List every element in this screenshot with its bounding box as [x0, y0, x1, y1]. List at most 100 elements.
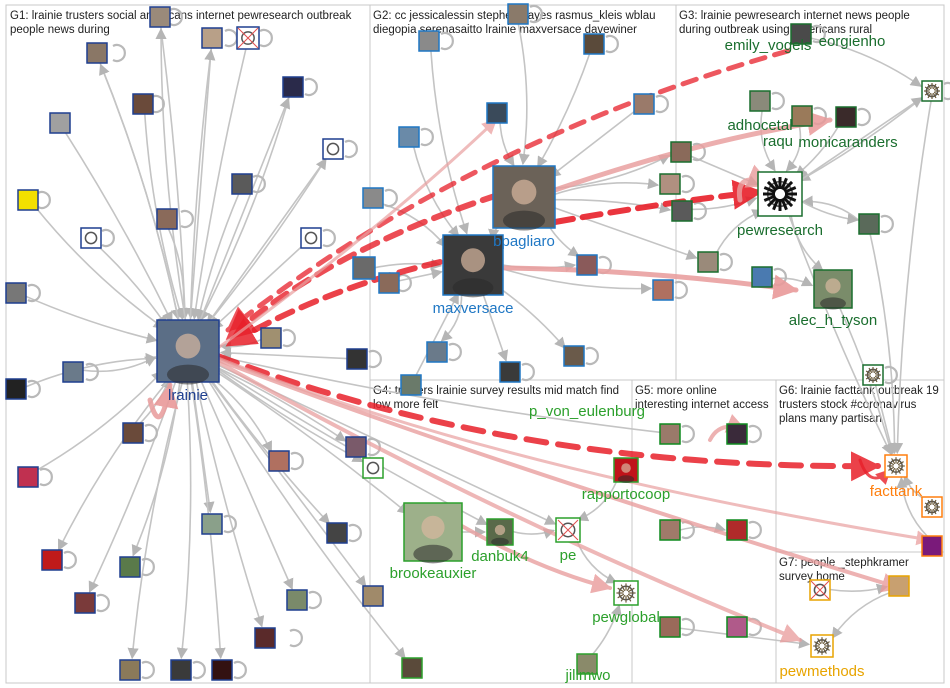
node-rapportocoop[interactable]: [613, 457, 639, 483]
node-n57[interactable]: [697, 251, 719, 273]
gray-edge: [829, 583, 889, 595]
node-n42[interactable]: [352, 256, 376, 280]
node-n55[interactable]: [671, 200, 693, 222]
node-lrainie[interactable]: [156, 319, 220, 385]
node-n24[interactable]: [326, 522, 348, 544]
node-n73[interactable]: [576, 653, 598, 675]
node-avatar: [201, 27, 223, 49]
node-n49[interactable]: [400, 374, 422, 396]
node-n66[interactable]: [659, 616, 681, 638]
node-n68[interactable]: [921, 535, 943, 557]
node-n31[interactable]: [170, 659, 192, 681]
node-n12[interactable]: [80, 227, 102, 249]
node-n62[interactable]: [659, 423, 681, 445]
node-n41[interactable]: [362, 187, 384, 209]
node-n21[interactable]: [268, 450, 290, 472]
node-avatar: [300, 227, 322, 249]
node-n1[interactable]: [86, 42, 108, 64]
node-alec_h_tyson[interactable]: [813, 269, 853, 310]
node-n71[interactable]: [888, 575, 910, 597]
node-n17[interactable]: [260, 327, 282, 349]
sunburst-ray: [927, 508, 932, 515]
node-n35[interactable]: [418, 30, 440, 52]
sunburst-ray: [927, 499, 932, 506]
node-avatar: [41, 549, 63, 571]
node-n3[interactable]: [201, 27, 223, 49]
node-n44[interactable]: [576, 254, 598, 276]
node-n33[interactable]: [362, 585, 384, 607]
node-n13[interactable]: [300, 227, 322, 249]
node-n40[interactable]: [398, 126, 420, 148]
node-maxversace[interactable]: [442, 234, 504, 298]
node-n53[interactable]: [670, 141, 692, 163]
node-n18[interactable]: [346, 348, 368, 370]
node-n8[interactable]: [322, 138, 344, 160]
node-n63[interactable]: [726, 423, 748, 445]
node-n22[interactable]: [345, 436, 367, 458]
gray-edge: [176, 381, 192, 660]
node-n27[interactable]: [74, 592, 96, 614]
node-n58[interactable]: [751, 266, 773, 288]
node-n36[interactable]: [507, 3, 529, 25]
gray-edge: [576, 478, 619, 522]
node-n37[interactable]: [583, 33, 605, 55]
node-n15[interactable]: [62, 361, 84, 383]
self-loop: [384, 188, 398, 208]
node-n34[interactable]: [362, 457, 384, 479]
sunburst-ray: [823, 646, 830, 651]
gray-edge: [25, 295, 158, 344]
node-n7[interactable]: [49, 112, 71, 134]
node-n6[interactable]: [282, 76, 304, 98]
node-n39[interactable]: [486, 102, 508, 124]
gray-edge: [211, 244, 305, 330]
logo-icon: [304, 231, 318, 245]
node-n14[interactable]: [5, 282, 27, 304]
self-loop: [144, 423, 158, 443]
gray-edge: [801, 195, 861, 222]
node-avatar: [352, 256, 376, 280]
node-n46[interactable]: [426, 341, 448, 363]
node-n2[interactable]: [149, 6, 171, 28]
node-n38[interactable]: [633, 93, 655, 115]
node-n20[interactable]: [17, 466, 39, 488]
node-n32[interactable]: [211, 659, 233, 681]
node-brookeauxier[interactable]: [403, 502, 463, 564]
node-n5[interactable]: [132, 93, 154, 115]
node-n19[interactable]: [122, 422, 144, 444]
node-danbuk4[interactable]: [486, 518, 514, 547]
node-avatar: [86, 42, 108, 64]
node-n30[interactable]: [119, 659, 141, 681]
node-n25[interactable]: [41, 549, 63, 571]
node-n11[interactable]: [156, 208, 178, 230]
node-n28[interactable]: [286, 589, 308, 611]
node-n65[interactable]: [726, 519, 748, 541]
node-bpagliaro[interactable]: [492, 165, 556, 231]
node-n51[interactable]: [791, 105, 813, 127]
node-n16[interactable]: [5, 378, 27, 400]
node-n61[interactable]: [790, 23, 812, 45]
node-n23[interactable]: [201, 513, 223, 535]
node-n72[interactable]: [401, 657, 423, 679]
sunburst-ray: [891, 467, 896, 474]
node-avatar: [231, 173, 253, 195]
node-n54[interactable]: [659, 173, 681, 195]
node-n56[interactable]: [858, 213, 880, 235]
node-n47[interactable]: [563, 345, 585, 367]
node-n29[interactable]: [254, 627, 276, 649]
node-n10[interactable]: [17, 189, 39, 211]
node-n43[interactable]: [378, 272, 400, 294]
node-n52[interactable]: [835, 106, 857, 128]
node-n64[interactable]: [659, 519, 681, 541]
gray-edge: [591, 604, 622, 656]
node-n50[interactable]: [749, 90, 771, 112]
self-loop: [857, 107, 871, 127]
node-n9[interactable]: [231, 173, 253, 195]
self-loop: [39, 467, 53, 487]
group-subtitle-g6: trusters stock #coronavirus: [779, 399, 917, 411]
node-n45[interactable]: [652, 279, 674, 301]
node-n67[interactable]: [726, 616, 748, 638]
self-loop: [692, 142, 706, 162]
gray-edge: [891, 100, 932, 455]
node-n48[interactable]: [499, 361, 521, 383]
node-n26[interactable]: [119, 556, 141, 578]
